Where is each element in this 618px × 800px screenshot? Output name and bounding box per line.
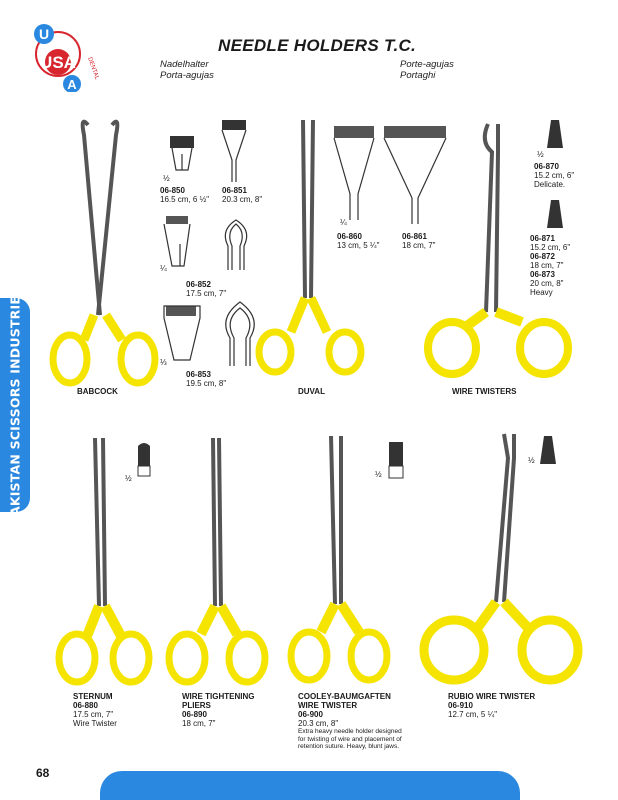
cooley-tip-icon <box>388 442 404 479</box>
usa-dental-logo: U USA A DENTAL <box>34 24 100 92</box>
svg-text:U: U <box>39 26 49 42</box>
rubio-info: RUBIO WIRE TWISTER 06-910 12.7 cm, 5 ¼" <box>448 692 536 719</box>
wire-twister-tip-icon <box>547 120 563 148</box>
cooley-info: COOLEY-BAUMGAFTEN WIRE TWISTER 06-900 20… <box>298 692 402 750</box>
translation-it: Portaghi <box>400 70 436 81</box>
wire-tightening-pliers-instrument-image <box>165 437 269 686</box>
fraction-label: ¼ <box>340 218 347 227</box>
fraction-label: ½ <box>537 150 544 159</box>
sternum-tip-icon <box>137 443 151 477</box>
svg-text:USA: USA <box>40 53 76 72</box>
fraction-label: ½ <box>528 456 535 465</box>
rubio-instrument-image <box>419 433 583 685</box>
svg-text:A: A <box>67 77 77 92</box>
translation-es: Porta-agujas <box>160 70 214 81</box>
babcock-instrument-image <box>49 119 159 387</box>
sternum-instrument-image <box>55 437 153 686</box>
wire-twisters-label: WIRE TWISTERS <box>452 387 517 396</box>
duval-instrument-image <box>255 119 365 376</box>
duval-label: DUVAL <box>298 387 325 396</box>
wire-twister-heavy-tip-icon <box>547 200 563 228</box>
translation-fr: Porte-agujas <box>400 59 454 70</box>
rubio-tip-icon <box>540 436 556 464</box>
page-title: NEEDLE HOLDERS T.C. <box>218 36 417 55</box>
wire-twister-06-871-873: 06-871 15.2 cm, 6" 06-872 18 cm, 7" 06-8… <box>530 234 571 297</box>
translation-de: Nadelhalter <box>160 59 209 70</box>
babcock-tip-loop-icon <box>225 301 255 366</box>
babcock-tip-06-851: 06-851 20.3 cm, 8" <box>222 186 263 204</box>
wire-tightening-info: WIRE TIGHTENING PLIERS 06-890 18 cm, 7" <box>182 692 255 728</box>
fraction-label: ½ <box>163 174 170 183</box>
side-tab <box>0 298 30 512</box>
babcock-tip-06-850: 06-850 16.5 cm, 6 ½" <box>160 186 210 204</box>
cooley-instrument-image <box>287 435 391 684</box>
wire-twister-06-870: 06-870 15.2 cm, 6" Delicate. <box>534 162 575 189</box>
wire-twisters-instrument-image <box>424 123 572 378</box>
side-tab-label: PAKISTAN SCISSORS INDUSTRIES <box>7 286 23 524</box>
duval-tip-06-860: 06-860 13 cm, 5 ¼" <box>337 232 380 250</box>
duval-tip-06-860-icon <box>333 126 375 220</box>
babcock-label: BABCOCK <box>77 387 118 396</box>
babcock-tip-side-view-icon <box>224 219 248 270</box>
fraction-label: ⅓ <box>160 358 167 367</box>
babcock-tip-06-852-icon <box>163 216 191 267</box>
duval-tip-06-861: 06-861 18 cm, 7" <box>402 232 436 250</box>
babcock-tip-06-853-icon <box>163 305 201 361</box>
babcock-tip-06-852: 06-852 17.5 cm, 7" <box>186 280 227 298</box>
duval-tip-06-861-icon <box>383 126 447 224</box>
babcock-tip-06-853: 06-853 19.5 cm, 8" <box>186 370 227 388</box>
page-number: 68 <box>36 766 50 780</box>
footer-bar <box>100 771 520 800</box>
fraction-label: ½ <box>375 470 382 479</box>
sternum-info: STERNUM 06-880 17.5 cm, 7" Wire Twister <box>73 692 117 728</box>
fraction-label: ¼ <box>160 264 167 273</box>
svg-text:DENTAL: DENTAL <box>86 57 100 82</box>
babcock-tip-06-850-icon <box>170 136 194 171</box>
babcock-tip-06-851-icon <box>221 120 247 182</box>
fraction-label: ½ <box>125 474 132 483</box>
